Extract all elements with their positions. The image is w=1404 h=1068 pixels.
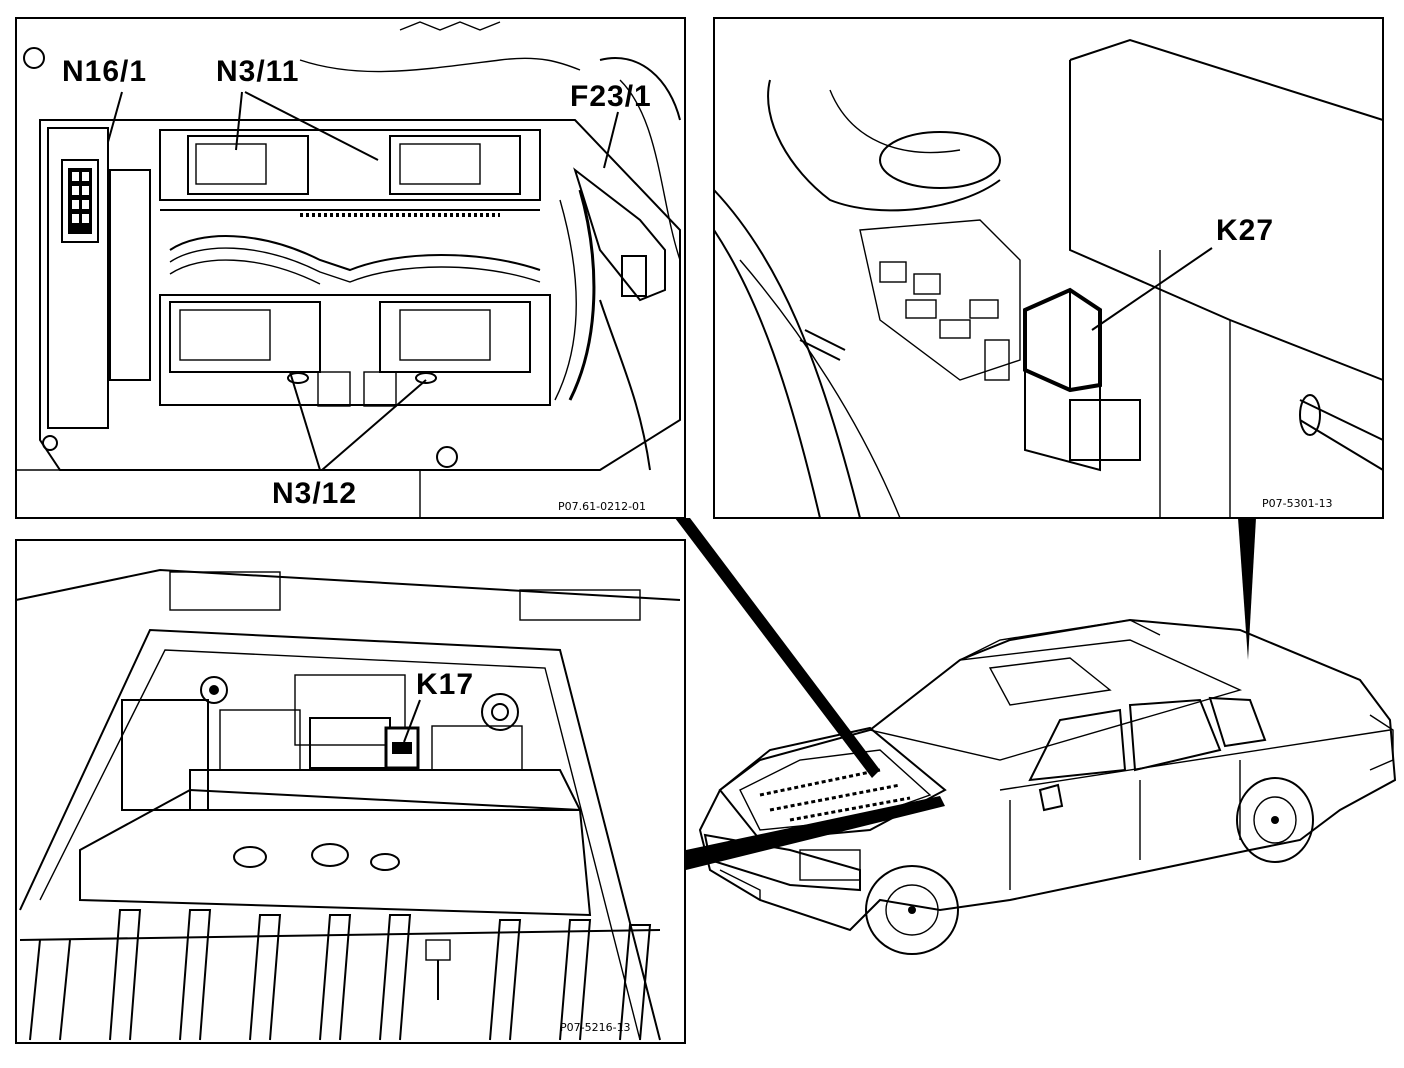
- callout-f23-1: F23/1: [570, 80, 652, 113]
- panel-relay-k27: K27 P07-5301-13: [713, 17, 1384, 519]
- callout-k17: K17: [416, 668, 474, 701]
- figure-id-bottom-left: P07-5216-13: [560, 1021, 631, 1034]
- panel-engine-control-units: N16/1 N3/11 F23/1 N3/12 P07.61-0212-01: [15, 17, 686, 519]
- callout-n3-11: N3/11: [216, 55, 299, 88]
- control-unit-n3-12: [159, 294, 551, 407]
- callout-n3-12: N3/12: [272, 477, 357, 510]
- pointer-wedges: [675, 518, 1256, 870]
- figure-id-top-left: P07.61-0212-01: [558, 500, 646, 513]
- control-unit-n3-11: [159, 129, 541, 217]
- fuse-holder-f23-1: [554, 167, 666, 471]
- callout-n16-1: N16/1: [62, 55, 147, 88]
- figure-id-top-right: P07-5301-13: [1262, 497, 1333, 510]
- callout-k27: K27: [1216, 214, 1274, 247]
- panel-relay-k17: K17 P07-5216-13: [15, 539, 686, 1044]
- vehicle-sedan-illustration: [698, 618, 1397, 955]
- relay-k17: [384, 726, 420, 770]
- relay-k27: [1023, 287, 1141, 472]
- module-n16-1: [47, 127, 151, 429]
